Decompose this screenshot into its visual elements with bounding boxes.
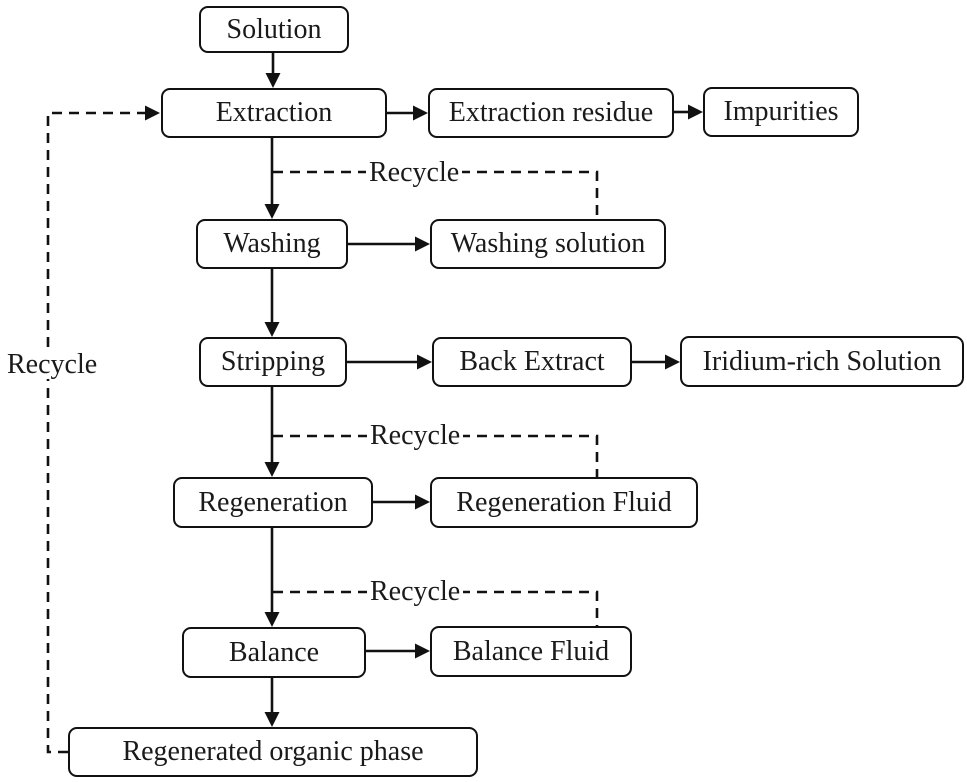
- arrow-residue-to-impurities: [674, 104, 703, 120]
- arrow-back-extract-to-iridium: [632, 354, 680, 370]
- node-balance-fluid: Balance Fluid: [430, 626, 632, 677]
- node-solution: Solution: [199, 6, 349, 53]
- recycle-label-regeneration: Recycle: [367, 422, 464, 450]
- arrow-regeneration-to-fluid: [373, 494, 430, 510]
- arrow-regeneration-to-balance: [264, 528, 280, 627]
- arrow-washing-to-stripping: [264, 269, 280, 337]
- node-extraction: Extraction: [161, 88, 387, 138]
- node-regeneration-fluid: Regeneration Fluid: [430, 477, 698, 528]
- arrow-stripping-to-back-extract: [347, 354, 432, 370]
- node-regenerated-organic-phase: Regenerated organic phase: [68, 727, 478, 777]
- node-iridium-rich-solution: Iridium-rich Solution: [680, 336, 964, 387]
- node-extraction-residue: Extraction residue: [428, 88, 674, 138]
- arrow-extraction-to-residue: [387, 105, 428, 121]
- node-impurities: Impurities: [703, 87, 859, 137]
- arrow-balance-to-balance-fluid: [366, 643, 430, 659]
- arrow-stripping-to-regeneration: [264, 387, 280, 477]
- node-back-extract: Back Extract: [432, 337, 632, 387]
- node-washing: Washing: [196, 219, 348, 269]
- arrow-solution-to-extraction: [265, 53, 281, 88]
- arrow-extraction-to-washing: [264, 138, 280, 219]
- node-washing-solution: Washing solution: [430, 219, 666, 269]
- arrow-washing-to-washing-solution: [348, 236, 430, 252]
- arrow-balance-to-regenerated-organic-phase: [264, 678, 280, 727]
- recycle-label-balance: Recycle: [367, 578, 464, 606]
- node-regeneration: Regeneration: [173, 477, 373, 528]
- recycle-label-washing: Recycle: [366, 159, 463, 187]
- recycle-line-left: [46, 105, 160, 754]
- node-stripping: Stripping: [199, 337, 347, 387]
- recycle-label-left: Recycle: [4, 351, 101, 379]
- node-balance: Balance: [182, 627, 366, 678]
